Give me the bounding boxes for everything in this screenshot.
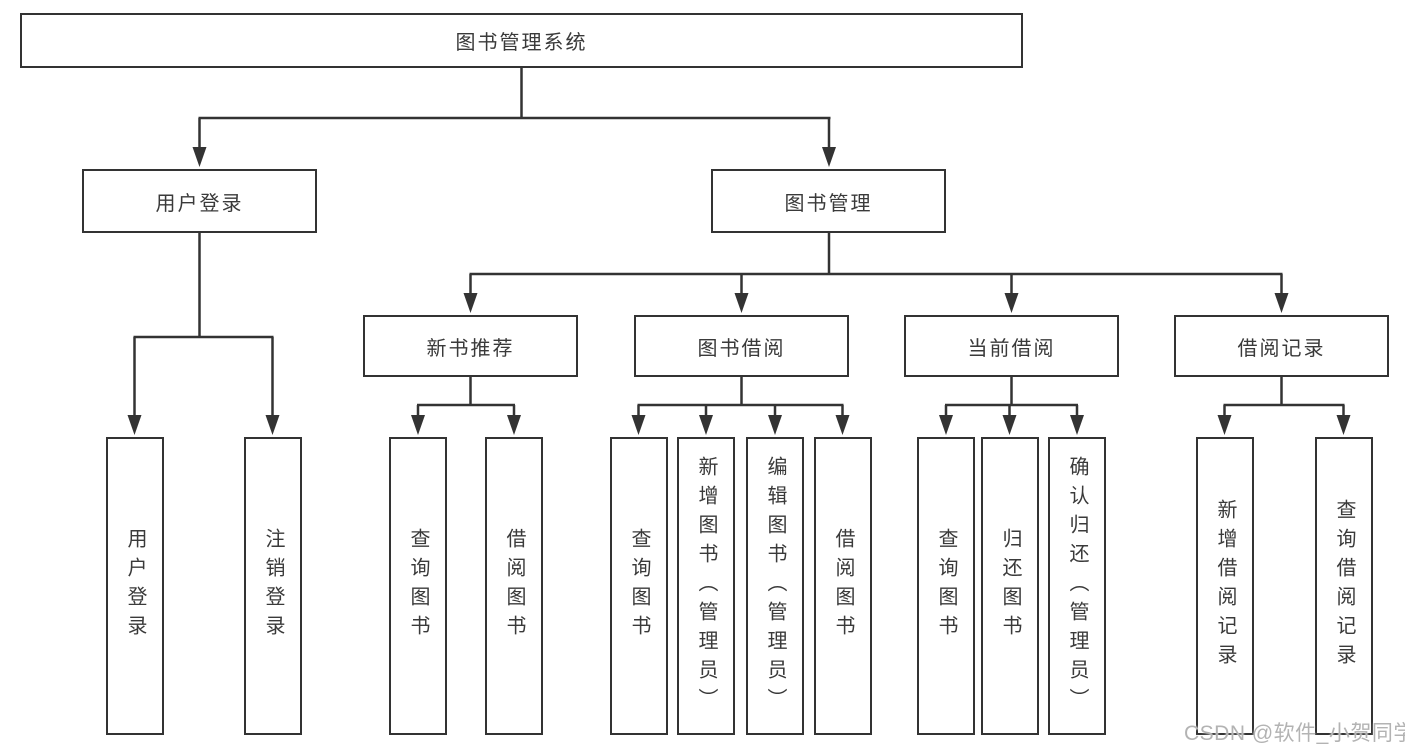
node-label: 查询借阅记录 [1333,499,1355,673]
node-library-system: 图书管理系统 [20,13,1023,68]
node-new-book-recommend: 新书推荐 [363,315,578,377]
leaf-borrow-borrow-books: 借阅图书 [814,437,872,735]
leaf-current-query-books: 查询图书 [917,437,975,735]
leaf-borrow-query-books: 查询图书 [610,437,668,735]
leaf-current-confirm-return-admin: 确认归还（管理员） [1048,437,1106,735]
node-label: 借阅记录 [1237,337,1326,360]
leaf-user-login: 用户登录 [106,437,164,735]
leaf-records-add-record: 新增借阅记录 [1196,437,1254,735]
node-book-borrow: 图书借阅 [634,315,849,377]
leaf-logout: 注销登录 [244,437,302,735]
node-label: 新书推荐 [426,337,515,360]
leaf-records-query-record: 查询借阅记录 [1315,437,1373,735]
node-label: 注销登录 [262,528,284,644]
node-label: 编辑图书（管理员） [764,455,786,717]
node-book-management: 图书管理 [711,169,946,233]
node-label: 用户登录 [155,192,244,215]
node-label: 图书借阅 [697,337,786,360]
node-label: 图书管理系统 [455,32,588,54]
node-borrow-records: 借阅记录 [1174,315,1389,377]
leaf-recommend-borrow-books: 借阅图书 [485,437,543,735]
node-label: 查询图书 [407,528,429,644]
node-label: 新增借阅记录 [1214,499,1236,673]
node-label: 用户登录 [124,528,146,644]
csdn-watermark: CSDN @软件_小贺同学 [1184,722,1405,745]
node-label: 图书管理 [784,192,873,215]
leaf-recommend-query-books: 查询图书 [389,437,447,735]
node-label: 借阅图书 [832,528,854,644]
node-label: 确认归还（管理员） [1066,455,1088,717]
leaf-borrow-edit-books-admin: 编辑图书（管理员） [746,437,804,735]
node-current-borrow: 当前借阅 [904,315,1119,377]
node-label: 归还图书 [999,528,1021,644]
node-label: 查询图书 [935,528,957,644]
node-label: 借阅图书 [503,528,525,644]
node-user-login: 用户登录 [82,169,317,233]
node-label: 查询图书 [628,528,650,644]
leaf-borrow-add-books-admin: 新增图书（管理员） [677,437,735,735]
node-label: 当前借阅 [967,337,1056,360]
node-label: 新增图书（管理员） [695,455,717,717]
leaf-current-return-books: 归还图书 [981,437,1039,735]
